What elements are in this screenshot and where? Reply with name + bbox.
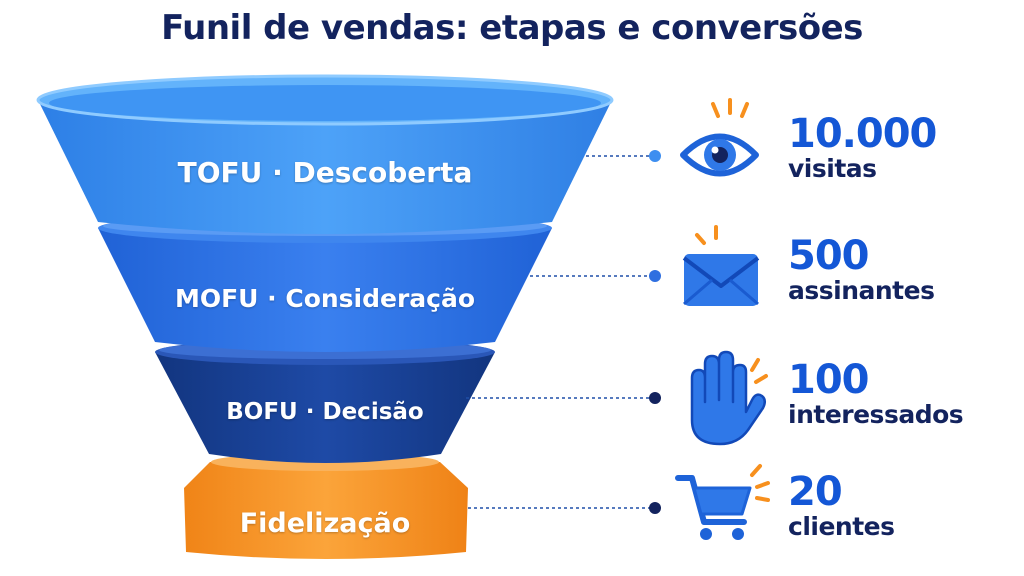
shopping-cart-icon: [675, 464, 770, 540]
metric-label: interessados: [788, 400, 964, 429]
stage-label-fidelizacao: Fidelização: [239, 508, 411, 539]
metric-fidelizacao: 20 clientes: [788, 472, 895, 542]
connector-tofu: [586, 150, 661, 162]
stage-label-bofu: BOFU · Decisão: [226, 399, 424, 425]
stage-label-tofu: TOFU · Descoberta: [177, 156, 473, 189]
metric-mofu: 500 assinantes: [788, 233, 935, 306]
eye-icon: [680, 98, 759, 177]
metric-value: 20: [788, 469, 843, 515]
connector-bofu: [466, 392, 661, 404]
metric-label: assinantes: [788, 276, 935, 305]
hand-icon: [690, 350, 768, 446]
envelope-icon: [682, 225, 760, 306]
metric-value: 500: [788, 233, 870, 279]
metric-value: 100: [788, 357, 870, 403]
stage-fidelizacao: [184, 453, 468, 559]
connector-fidelizacao: [468, 502, 661, 514]
metric-bofu: 100 interessados: [788, 357, 964, 430]
diagram-title: Funil de vendas: etapas e conversões: [161, 8, 863, 48]
metric-value: 10.000: [788, 111, 937, 157]
metric-label: visitas: [788, 154, 877, 183]
connector-mofu: [530, 270, 661, 282]
stage-label-mofu: MOFU · Consideração: [174, 284, 476, 313]
metric-tofu: 10.000 visitas: [788, 111, 937, 184]
stage-tofu: [36, 74, 614, 234]
metric-label: clientes: [788, 512, 895, 541]
